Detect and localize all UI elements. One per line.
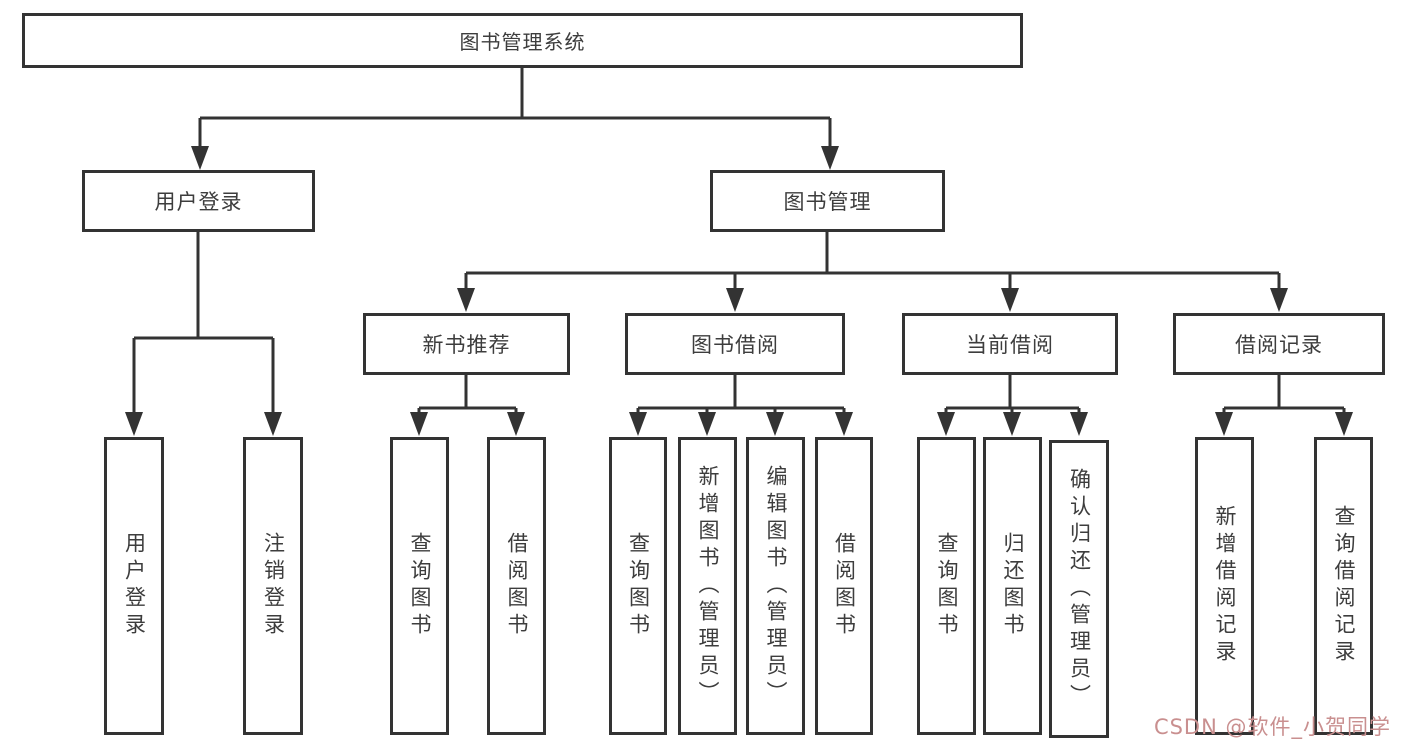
leaf-query-books-borrow: 查询图书 — [609, 437, 667, 735]
leaf-confirm-return-admin-label: 确认归还（管理员） — [1067, 467, 1092, 711]
leaf-edit-book-admin-label: 编辑图书（管理员） — [764, 464, 788, 708]
node-book-management-label: 图书管理 — [783, 190, 872, 214]
leaf-borrow-books-recommend: 借阅图书 — [487, 437, 546, 735]
node-book-management: 图书管理 — [710, 170, 945, 232]
node-root-label: 图书管理系统 — [459, 30, 586, 54]
leaf-borrow-books-2: 借阅图书 — [815, 437, 873, 735]
connector-book-management-to-level2 — [457, 232, 1288, 312]
leaf-edit-book-admin: 编辑图书（管理员） — [746, 437, 805, 735]
node-book-borrow-label: 图书借阅 — [691, 333, 779, 357]
node-user-login: 用户登录 — [82, 170, 315, 232]
node-book-borrow: 图书借阅 — [625, 313, 845, 375]
connector-borrow-records-to-leaves — [1215, 375, 1353, 436]
leaf-query-books-current: 查询图书 — [917, 437, 976, 735]
connector-user-login-to-leaves — [125, 232, 282, 436]
node-new-book-recommend: 新书推荐 — [363, 313, 570, 375]
connector-book-borrow-to-leaves — [629, 375, 853, 436]
leaf-logout: 注销登录 — [243, 437, 303, 735]
node-current-borrow: 当前借阅 — [902, 313, 1118, 375]
leaf-borrow-books-2-label: 借阅图书 — [832, 532, 857, 640]
leaf-query-books-current-label: 查询图书 — [935, 532, 959, 640]
leaf-return-book: 归还图书 — [983, 437, 1042, 735]
leaf-logout-label: 注销登录 — [261, 532, 286, 640]
csdn-watermark: CSDN @软件_小贺同学 — [1153, 715, 1391, 739]
leaf-add-borrow-record-label: 新增借阅记录 — [1213, 505, 1237, 667]
leaf-user-login: 用户登录 — [104, 437, 164, 735]
node-borrow-records-label: 借阅记录 — [1235, 333, 1323, 357]
leaf-query-borrow-record-label: 查询借阅记录 — [1332, 505, 1356, 667]
leaf-add-book-admin: 新增图书（管理员） — [678, 437, 737, 735]
node-new-book-recommend-label: 新书推荐 — [422, 333, 511, 357]
leaf-query-borrow-record: 查询借阅记录 — [1314, 437, 1373, 735]
leaf-query-books-recommend: 查询图书 — [390, 437, 449, 735]
connector-root-to-level1 — [191, 68, 839, 170]
leaf-query-books-recommend-label: 查询图书 — [408, 532, 432, 640]
node-root-system: 图书管理系统 — [22, 13, 1023, 68]
node-current-borrow-label: 当前借阅 — [966, 333, 1054, 357]
node-borrow-records: 借阅记录 — [1173, 313, 1385, 375]
leaf-confirm-return-admin: 确认归还（管理员） — [1049, 440, 1109, 738]
leaf-query-books-borrow-label: 查询图书 — [626, 532, 651, 640]
leaf-borrow-books-recommend-label: 借阅图书 — [505, 532, 529, 640]
leaf-user-login-label: 用户登录 — [122, 532, 147, 640]
node-user-login-label: 用户登录 — [154, 190, 243, 214]
leaf-add-borrow-record: 新增借阅记录 — [1195, 437, 1254, 735]
leaf-add-book-admin-label: 新增图书（管理员） — [696, 464, 720, 708]
connector-current-borrow-to-leaves — [937, 375, 1088, 436]
leaf-return-book-label: 归还图书 — [1001, 532, 1025, 640]
connector-new-book-recommend-to-leaves — [410, 375, 525, 436]
